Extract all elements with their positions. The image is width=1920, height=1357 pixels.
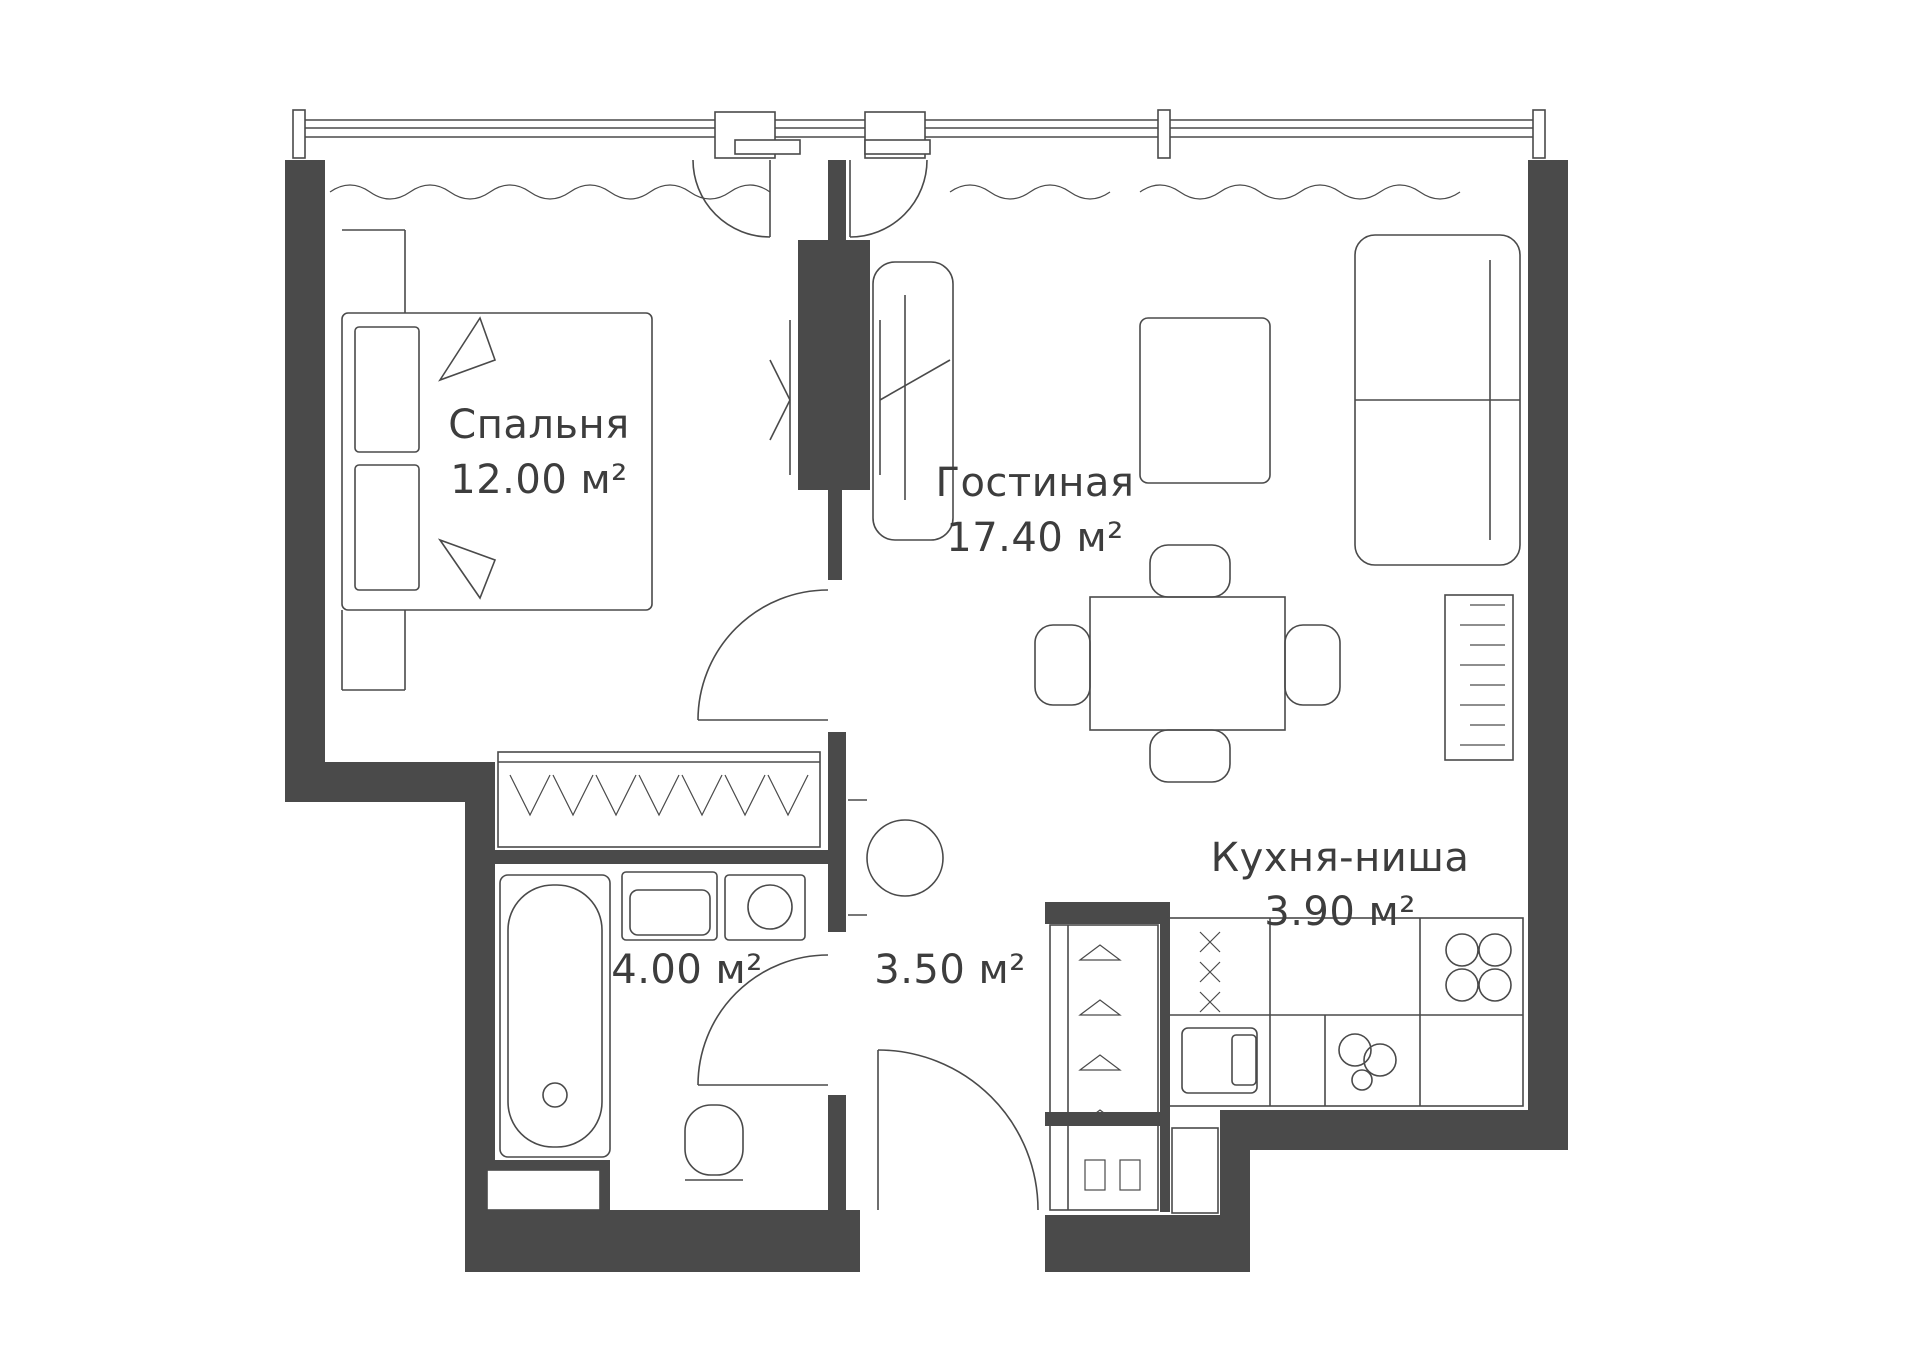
sofa	[1354, 234, 1521, 566]
coffee-table	[1139, 317, 1271, 484]
dishes	[1338, 1033, 1397, 1091]
bedroom-area: 12.00 м²	[450, 457, 628, 503]
hall-area: 3.50 м²	[874, 947, 1026, 993]
kitchen-sink	[1181, 1027, 1258, 1094]
shelf-xs	[1199, 931, 1221, 1013]
entrance-door	[877, 1049, 1039, 1211]
bathtub	[499, 874, 611, 1158]
balcony-door-bedroom	[692, 159, 771, 238]
washing-machine	[724, 874, 806, 941]
partition-doors	[769, 320, 951, 475]
living-area: 17.40 м²	[946, 515, 1124, 561]
bedroom-door	[697, 589, 829, 721]
curtain-living-right	[1139, 184, 1461, 200]
wardrobe-hall	[497, 751, 821, 848]
balcony-railing	[292, 109, 1546, 159]
radiator	[1444, 594, 1514, 761]
stove	[1445, 933, 1512, 1002]
balcony-door-living	[849, 159, 928, 238]
washbasin	[621, 871, 718, 941]
kitchen-name: Кухня-ниша	[1210, 835, 1470, 881]
walls	[285, 160, 1568, 1272]
bedroom-name: Спальня	[448, 402, 630, 448]
bathroom-door	[697, 954, 829, 1086]
kitchen-counter	[1167, 917, 1524, 1107]
living-name: Гостиная	[935, 460, 1135, 506]
curtain-bedroom	[329, 184, 771, 200]
tv-console	[872, 261, 954, 541]
kitchen-area: 3.90 м²	[1264, 889, 1416, 935]
closet-entrance	[1049, 924, 1159, 1211]
bathroom-area: 4.00 м²	[611, 947, 763, 993]
toilet	[684, 1104, 744, 1181]
boiler	[848, 799, 944, 916]
bed	[341, 229, 653, 691]
dining-table	[1034, 544, 1341, 783]
curtain-living-left	[949, 184, 1111, 200]
